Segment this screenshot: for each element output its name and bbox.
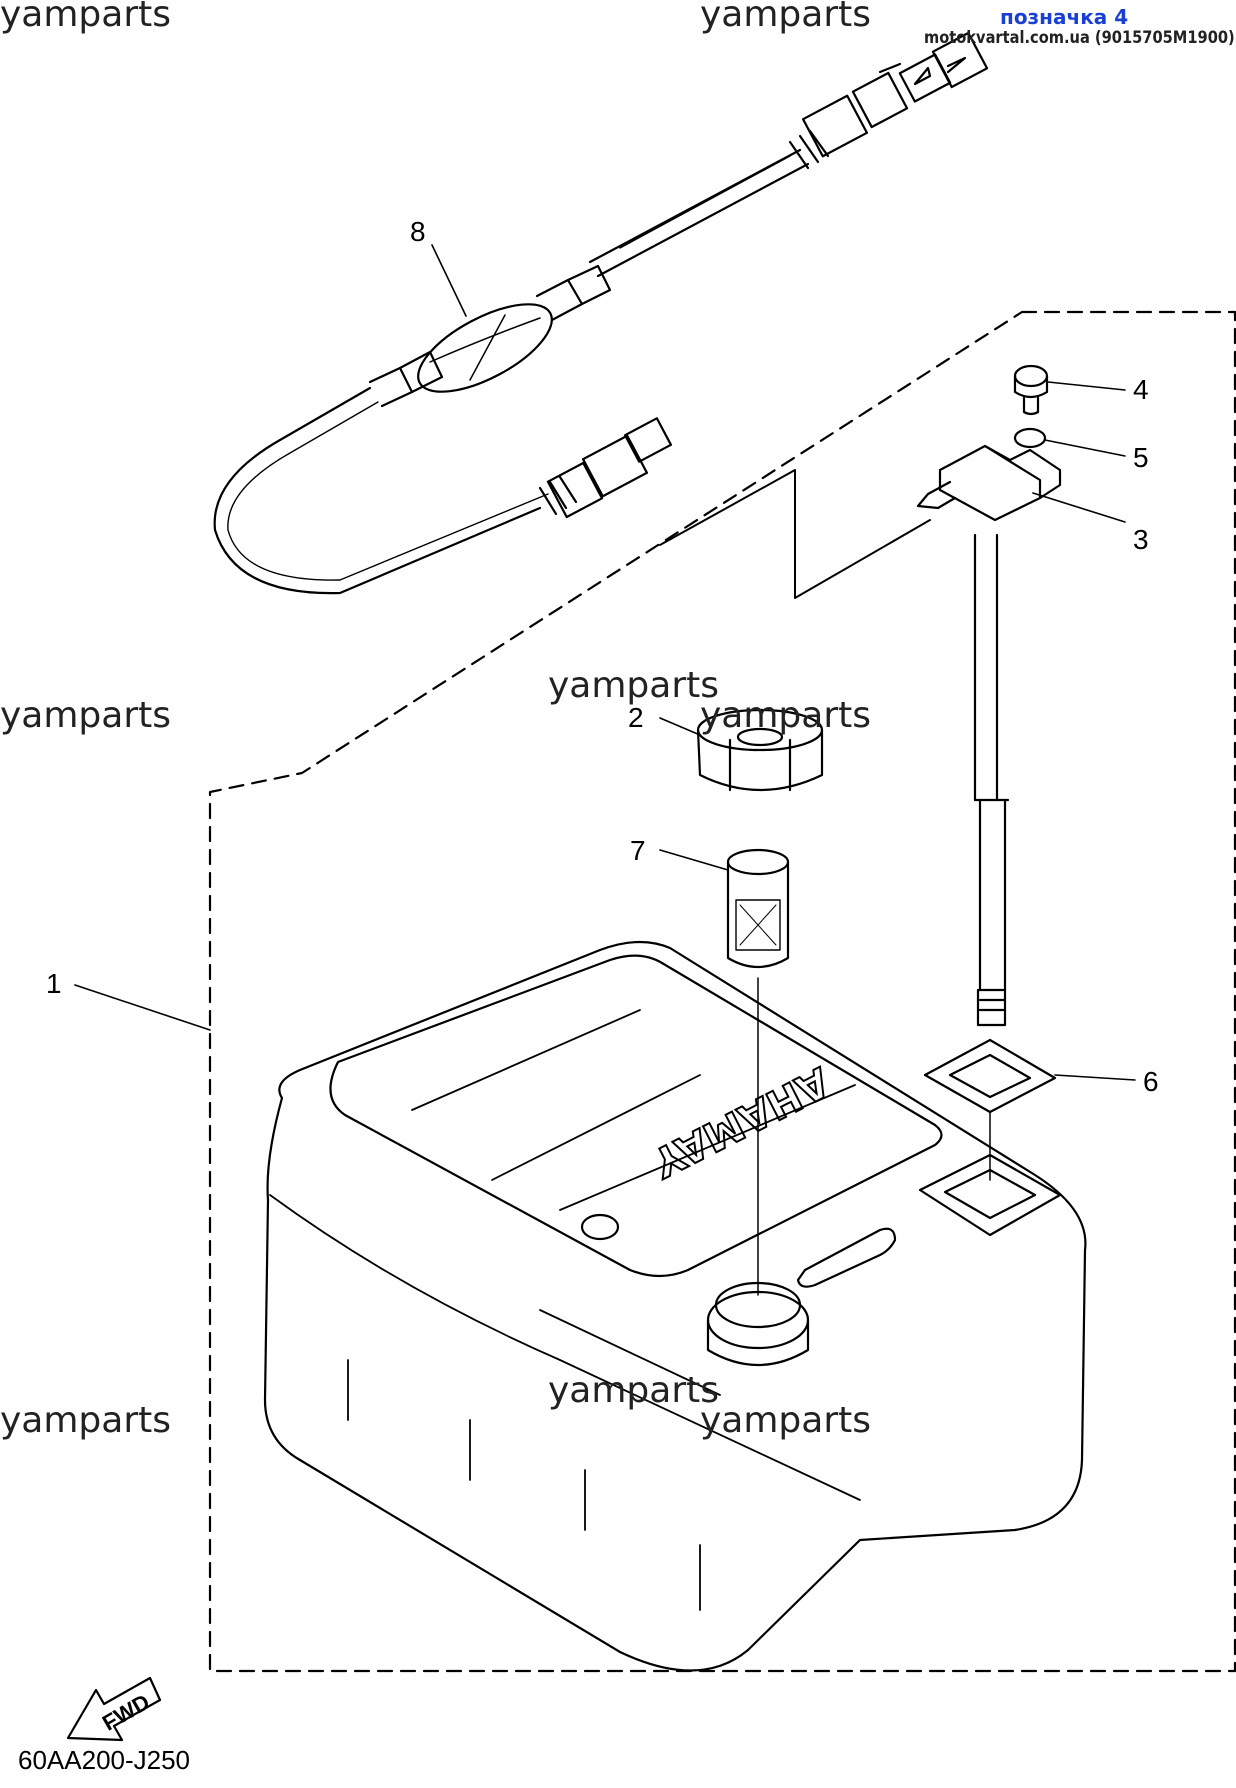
tank-cap-part [696, 708, 824, 792]
assembly-boundary [208, 310, 1236, 1673]
callout-4: 4 [1133, 374, 1149, 405]
watermark: yamparts [700, 695, 872, 736]
washer-part [1013, 427, 1047, 449]
leader-6 [1054, 1074, 1136, 1081]
callout-2: 2 [628, 702, 644, 733]
leader-7 [659, 849, 729, 871]
leader-4 [1047, 381, 1126, 391]
callout-3: 3 [1133, 524, 1149, 555]
fwd-arrow [66, 1676, 162, 1742]
fuel-joint-part [916, 444, 1062, 1027]
watermark: yamparts [0, 0, 172, 35]
watermark: yamparts [548, 665, 720, 706]
filter-part [726, 848, 790, 1296]
callout-7: 7 [630, 835, 646, 866]
leader-8 [431, 244, 467, 317]
leader-2 [659, 717, 701, 736]
watermark: yamparts [0, 695, 172, 736]
callout-6: 6 [1143, 1066, 1159, 1097]
diagram-reference: 60AA200-J250 [18, 1745, 191, 1775]
watermark: yamparts [700, 0, 872, 35]
callout-5: 5 [1133, 442, 1149, 473]
marker-label: позначка 4 [1000, 5, 1129, 29]
leader-5 [1044, 439, 1126, 457]
leader-1 [74, 984, 211, 1031]
tank-brand-text: YAMAHA [644, 1058, 836, 1186]
screw-part [1013, 364, 1049, 416]
fuel-tank-part [263, 940, 1087, 1672]
source-label: motokvartal.com.ua (9015705M1900) [924, 28, 1235, 48]
leader-3 [1032, 492, 1126, 523]
callout-1: 1 [46, 968, 62, 999]
gasket-part [923, 1038, 1057, 1181]
watermark: yamparts [548, 1370, 720, 1411]
watermark: yamparts [0, 1400, 172, 1441]
watermark: yamparts [700, 1400, 872, 1441]
callout-8: 8 [410, 216, 426, 247]
fuel-hose-assembly [213, 31, 989, 595]
